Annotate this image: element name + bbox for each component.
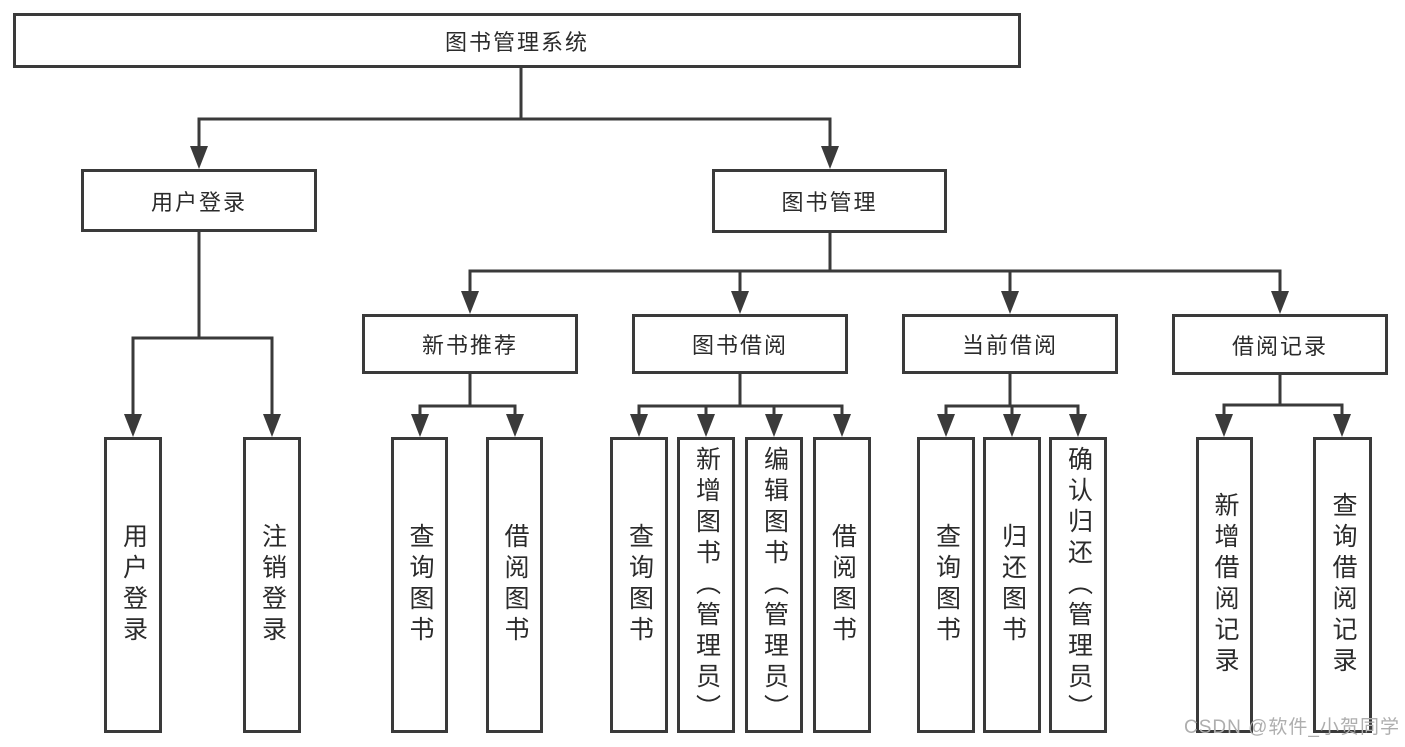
node-book-management: 图书管理 bbox=[712, 169, 947, 233]
csdn-watermark: CSDN @软件_小贺同学 bbox=[1184, 717, 1400, 738]
connector-book-borrow-to-leaves bbox=[630, 374, 851, 437]
node-current-borrow: 当前借阅 bbox=[902, 314, 1118, 374]
connector-root-to-level2 bbox=[190, 68, 839, 169]
node-book-management-label: 图书管理 bbox=[781, 190, 878, 215]
node-root-system: 图书管理系统 bbox=[13, 13, 1021, 68]
leaf-current-confirm-return: 确认归还（管理员） bbox=[1049, 437, 1107, 733]
leaf-borrow-edit-book-label: 编辑图书（管理员） bbox=[760, 445, 789, 725]
leaf-current-return-book: 归还图书 bbox=[983, 437, 1041, 733]
leaf-current-query-book: 查询图书 bbox=[917, 437, 975, 733]
leaf-borrow-borrow-book: 借阅图书 bbox=[813, 437, 871, 733]
leaf-user-login-label: 用户登录 bbox=[119, 523, 148, 647]
leaf-current-query-book-label: 查询图书 bbox=[932, 523, 961, 647]
leaf-user-login: 用户登录 bbox=[104, 437, 162, 733]
leaf-records-add-record: 新增借阅记录 bbox=[1196, 437, 1253, 733]
connector-borrow-records-to-leaves bbox=[1215, 375, 1351, 437]
node-borrow-records: 借阅记录 bbox=[1172, 314, 1388, 375]
leaf-borrow-edit-book: 编辑图书（管理员） bbox=[745, 437, 803, 733]
leaf-recommend-borrow-book: 借阅图书 bbox=[486, 437, 543, 733]
leaf-records-query-record-label: 查询借阅记录 bbox=[1329, 492, 1357, 678]
connector-user-login-to-leaves bbox=[124, 232, 281, 437]
leaf-borrow-borrow-book-label: 借阅图书 bbox=[828, 523, 857, 647]
connector-book-management-to-level3 bbox=[461, 233, 1289, 314]
node-new-book-recommend-label: 新书推荐 bbox=[421, 333, 518, 358]
node-user-login-branch-label: 用户登录 bbox=[150, 189, 247, 215]
leaf-borrow-add-book-label: 新增图书（管理员） bbox=[692, 445, 721, 725]
leaf-records-add-record-label: 新增借阅记录 bbox=[1211, 492, 1239, 678]
node-book-borrow-label: 图书借阅 bbox=[691, 333, 788, 358]
leaf-current-confirm-return-label: 确认归还（管理员） bbox=[1064, 445, 1093, 725]
leaf-logout: 注销登录 bbox=[243, 437, 301, 733]
leaf-recommend-query-book: 查询图书 bbox=[391, 437, 448, 733]
node-root-system-label: 图书管理系统 bbox=[444, 29, 589, 55]
node-user-login-branch: 用户登录 bbox=[81, 169, 317, 232]
connector-new-book-recommend-to-leaves bbox=[411, 374, 524, 437]
leaf-logout-label: 注销登录 bbox=[258, 523, 287, 647]
leaf-borrow-query-book: 查询图书 bbox=[610, 437, 668, 733]
leaf-borrow-query-book-label: 查询图书 bbox=[625, 523, 654, 647]
node-book-borrow: 图书借阅 bbox=[632, 314, 848, 374]
node-current-borrow-label: 当前借阅 bbox=[961, 333, 1058, 358]
leaf-borrow-add-book: 新增图书（管理员） bbox=[677, 437, 735, 733]
leaf-current-return-book-label: 归还图书 bbox=[998, 523, 1027, 647]
leaf-recommend-borrow-book-label: 借阅图书 bbox=[501, 523, 529, 647]
leaf-records-query-record: 查询借阅记录 bbox=[1313, 437, 1372, 733]
connector-current-borrow-to-leaves bbox=[937, 374, 1087, 437]
node-borrow-records-label: 借阅记录 bbox=[1231, 333, 1328, 359]
node-new-book-recommend: 新书推荐 bbox=[362, 314, 578, 374]
leaf-recommend-query-book-label: 查询图书 bbox=[406, 523, 434, 647]
